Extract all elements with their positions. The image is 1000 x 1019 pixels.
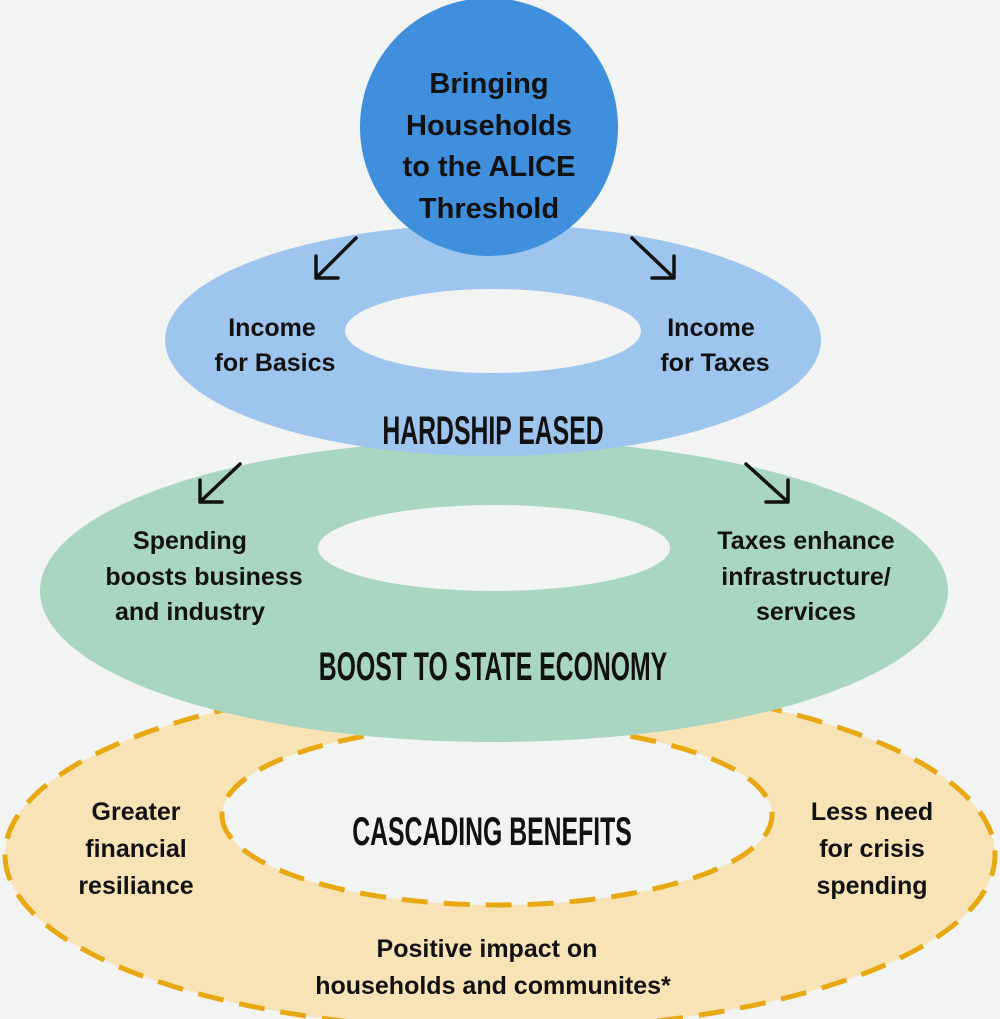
circle-line-1: Bringing [429, 68, 548, 100]
benefits-bottom-line-1: Positive impact on [377, 935, 598, 963]
circle-line-4: Threshold [419, 193, 559, 225]
benefits-left-line-3: resiliance [78, 872, 193, 900]
arrow-down-left-icon [314, 236, 358, 280]
arrow-down-right-icon [744, 462, 790, 504]
benefits-title: CASCADING BENEFITS [352, 810, 632, 854]
hardship-title: HARDSHIP EASED [382, 409, 603, 453]
arrow-down-left-icon [198, 462, 242, 504]
economy-title: BOOST TO STATE ECONOMY [319, 645, 667, 689]
benefits-left-line-1: Greater [92, 798, 181, 826]
benefits-right-line-1: Less need [811, 798, 933, 826]
hardship-right-line-2: for Taxes [660, 349, 769, 377]
hardship-left-line-1: Income [228, 314, 316, 342]
economy-left-line-2: boosts business [105, 563, 302, 591]
hardship-ring [164, 223, 822, 457]
hardship-right-line-1: Income [667, 314, 755, 342]
arrow-down-right-icon [630, 236, 676, 280]
hardship-left-line-2: for Basics [215, 349, 336, 377]
benefits-ring [2, 677, 998, 1019]
benefits-right-line-2: for crisis [819, 835, 925, 863]
economy-left-line-1: Spending [133, 527, 247, 555]
top-circle [360, 0, 618, 256]
economy-right-line-2: infrastructure/ [721, 563, 891, 591]
economy-right-line-3: services [756, 598, 856, 626]
benefits-left-line-2: financial [85, 835, 186, 863]
benefits-right-line-3: spending [816, 872, 927, 900]
benefits-bottom-line-2: households and communites* [315, 972, 671, 1000]
circle-line-3: to the ALICE [403, 151, 576, 183]
economy-ring [40, 440, 948, 742]
economy-right-line-1: Taxes enhance [717, 527, 895, 555]
economy-left-line-3: and industry [115, 598, 265, 626]
circle-line-2: Households [406, 110, 572, 142]
